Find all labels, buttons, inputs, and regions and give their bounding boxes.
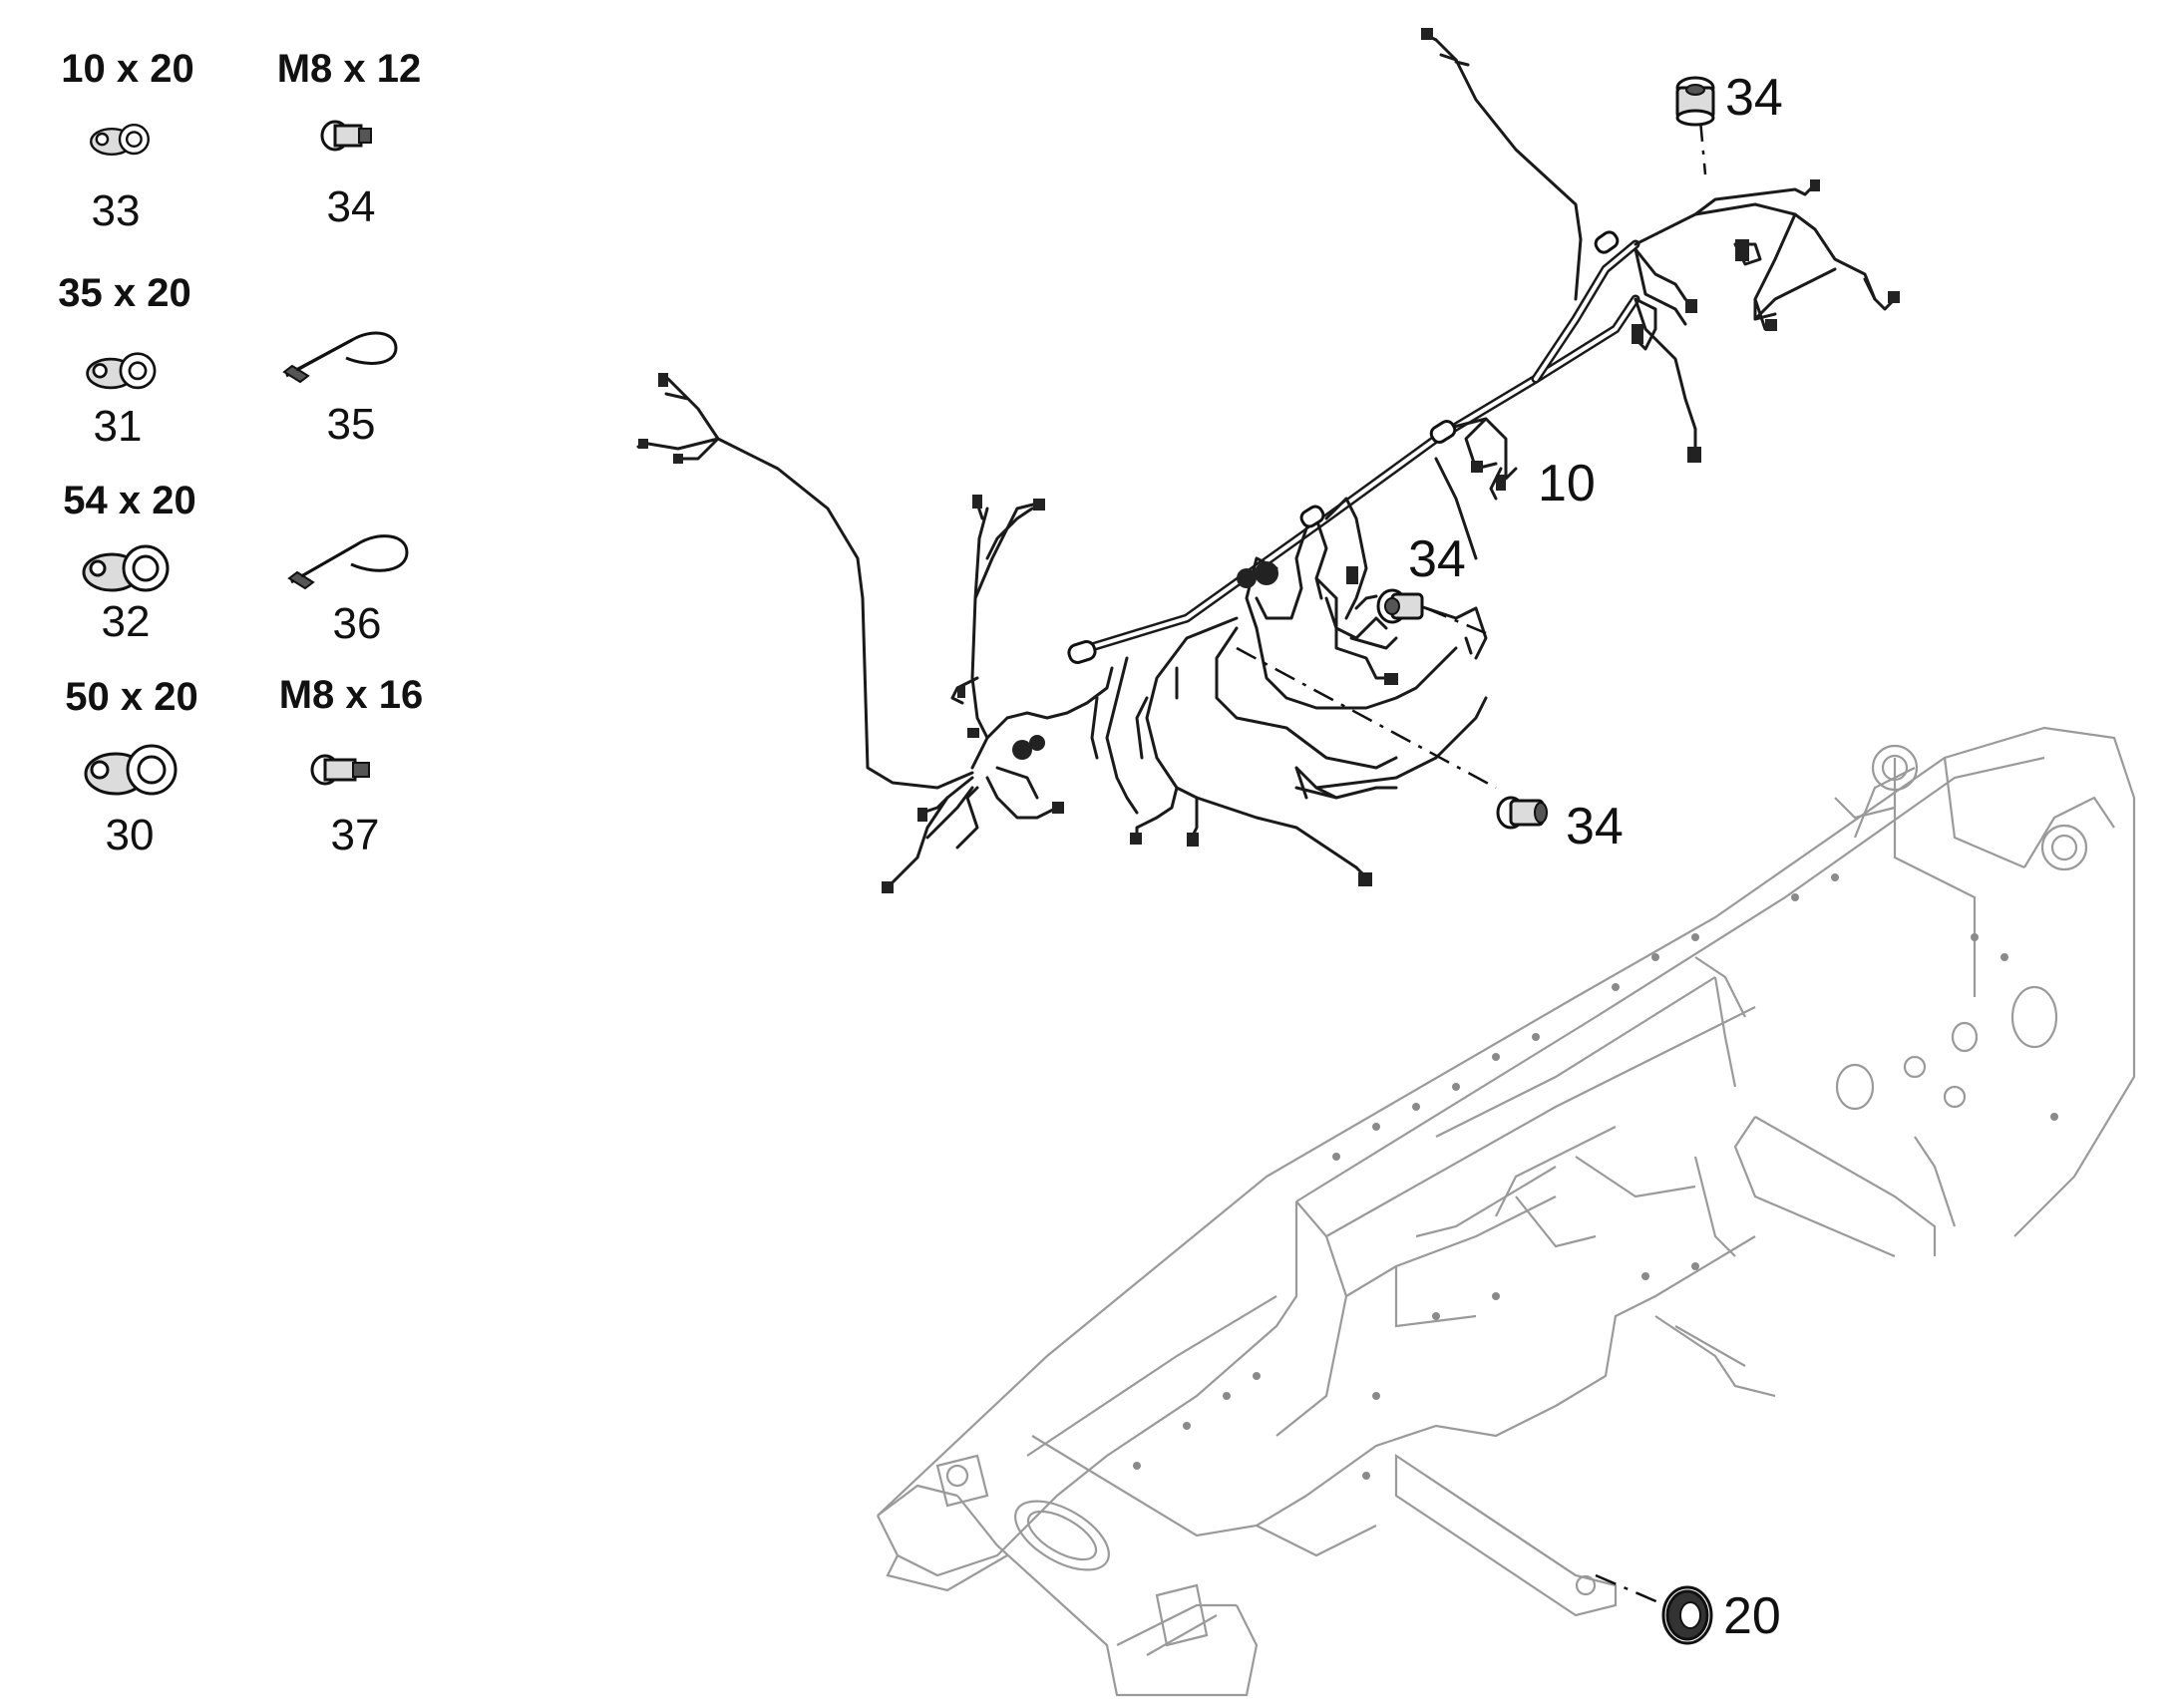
callout-bolt-lower: 34	[1566, 798, 1624, 855]
legend-number-30: 30	[106, 811, 155, 859]
legend-number-31: 31	[94, 402, 143, 451]
part-bolt-lower	[1236, 646, 1548, 830]
legend-number-32: 32	[102, 597, 151, 646]
callout-harness: 10	[1538, 455, 1596, 512]
legend-number-35: 35	[327, 400, 376, 449]
p-clamp-icon	[86, 352, 157, 390]
wire-harness	[636, 28, 1900, 893]
cable-tie-icon	[287, 534, 409, 590]
legend-size-30: 50 x 20	[65, 675, 197, 719]
callout-grommet: 20	[1723, 1587, 1781, 1645]
part-bolt-top	[1675, 76, 1715, 175]
legend-size-37: M8 x 16	[279, 673, 424, 717]
legend-number-34: 34	[327, 182, 376, 231]
bolt-icon	[310, 754, 370, 786]
legend-number-36: 36	[333, 599, 382, 648]
legend-size-32: 54 x 20	[63, 479, 195, 522]
parts-legend: 10 x 20 33 M8 x 12 34 35 x 20 31	[58, 47, 423, 859]
bolt-icon	[320, 120, 372, 152]
part-bolt-middle	[1376, 588, 1487, 635]
chassis-frame	[877, 726, 2136, 1697]
legend-number-33: 33	[92, 186, 141, 235]
part-grommet	[1595, 1573, 1713, 1645]
cable-tie-icon	[282, 331, 398, 384]
callout-bolt-middle: 34	[1408, 530, 1466, 588]
legend-size-31: 35 x 20	[58, 271, 190, 315]
callout-bolt-top: 34	[1725, 69, 1783, 127]
p-clamp-icon	[89, 123, 151, 157]
p-clamp-icon	[82, 544, 170, 592]
legend-size-34: M8 x 12	[277, 47, 422, 91]
legend-size-33: 10 x 20	[61, 47, 193, 91]
p-clamp-icon	[84, 744, 178, 796]
legend-number-37: 37	[331, 811, 380, 859]
